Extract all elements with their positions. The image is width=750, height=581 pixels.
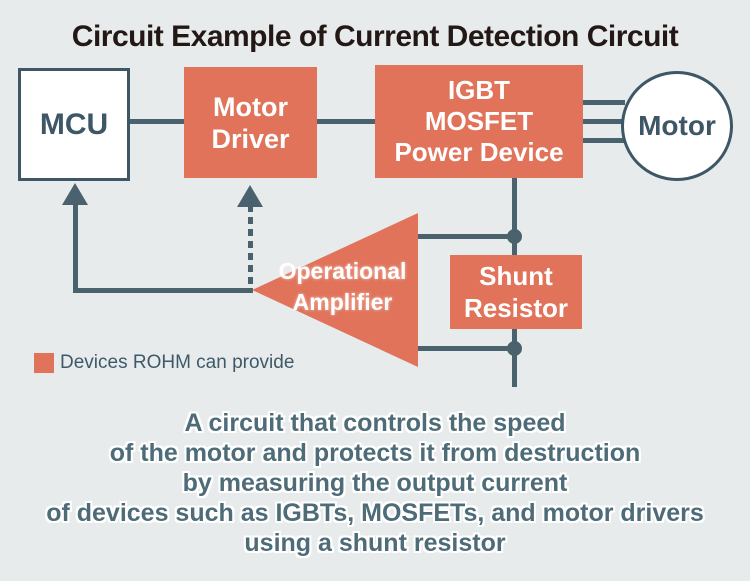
wire-power-device-to-motor-1 [581,100,625,105]
diagram-title: Circuit Example of Current Detection Cir… [71,20,679,53]
shunt-resistor-label-line2: Resistor [463,293,569,323]
power-device-block: IGBT MOSFET Power Device [375,65,583,178]
opamp-label-line1: Operational [278,258,407,284]
junction-dot-bottom [507,341,522,356]
mcu-label: MCU [39,107,109,141]
arrowhead-to-mcu-icon [62,183,88,205]
wire-driver-to-power-device [315,119,377,124]
caption-text: A circuit that controls the speed of the… [0,408,750,558]
opamp-label: Operational Amplifier [265,256,420,318]
arrowhead-to-driver-icon [237,185,263,207]
wire-power-device-to-motor-2 [581,119,625,124]
wire-power-device-to-motor-3 [581,138,625,143]
wire-opamp-input-top [415,234,514,239]
wire-feedback-to-driver-dashed [248,205,253,292]
motor-driver-block: Motor Driver [184,67,317,178]
wire-feedback-to-mcu [73,202,78,292]
shunt-resistor-block: Shunt Resistor [450,255,582,329]
junction-dot-top [507,229,522,244]
wire-mcu-to-driver [128,119,186,124]
motor-block: Motor [621,71,733,181]
caption-line1: A circuit that controls the speed [184,409,566,437]
shunt-resistor-label-line1: Shunt [479,261,553,291]
wire-feedback-horizontal [73,288,253,293]
motor-label: Motor [638,110,716,141]
legend-swatch-icon [34,353,54,373]
caption-line5: using a shunt resistor [244,529,506,557]
motor-driver-label-line1: Motor [213,91,288,122]
opamp-label-line2: Amplifier [292,289,393,315]
power-device-label-line1: IGBT [447,75,511,105]
caption-line3: by measuring the output current [182,469,568,497]
wire-opamp-input-bottom [415,346,514,351]
legend-label: Devices ROHM can provide [60,352,295,373]
mcu-block: MCU [18,68,130,181]
caption-line4: of devices such as IGBTs, MOSFETs, and m… [46,499,704,527]
opamp-triangle-shape [252,213,418,367]
caption-line2: of the motor and protects it from destru… [109,439,641,467]
power-device-label-line3: Power Device [394,137,564,167]
power-device-label-line2: MOSFET [424,106,534,136]
motor-driver-label-line2: Driver [211,123,290,154]
